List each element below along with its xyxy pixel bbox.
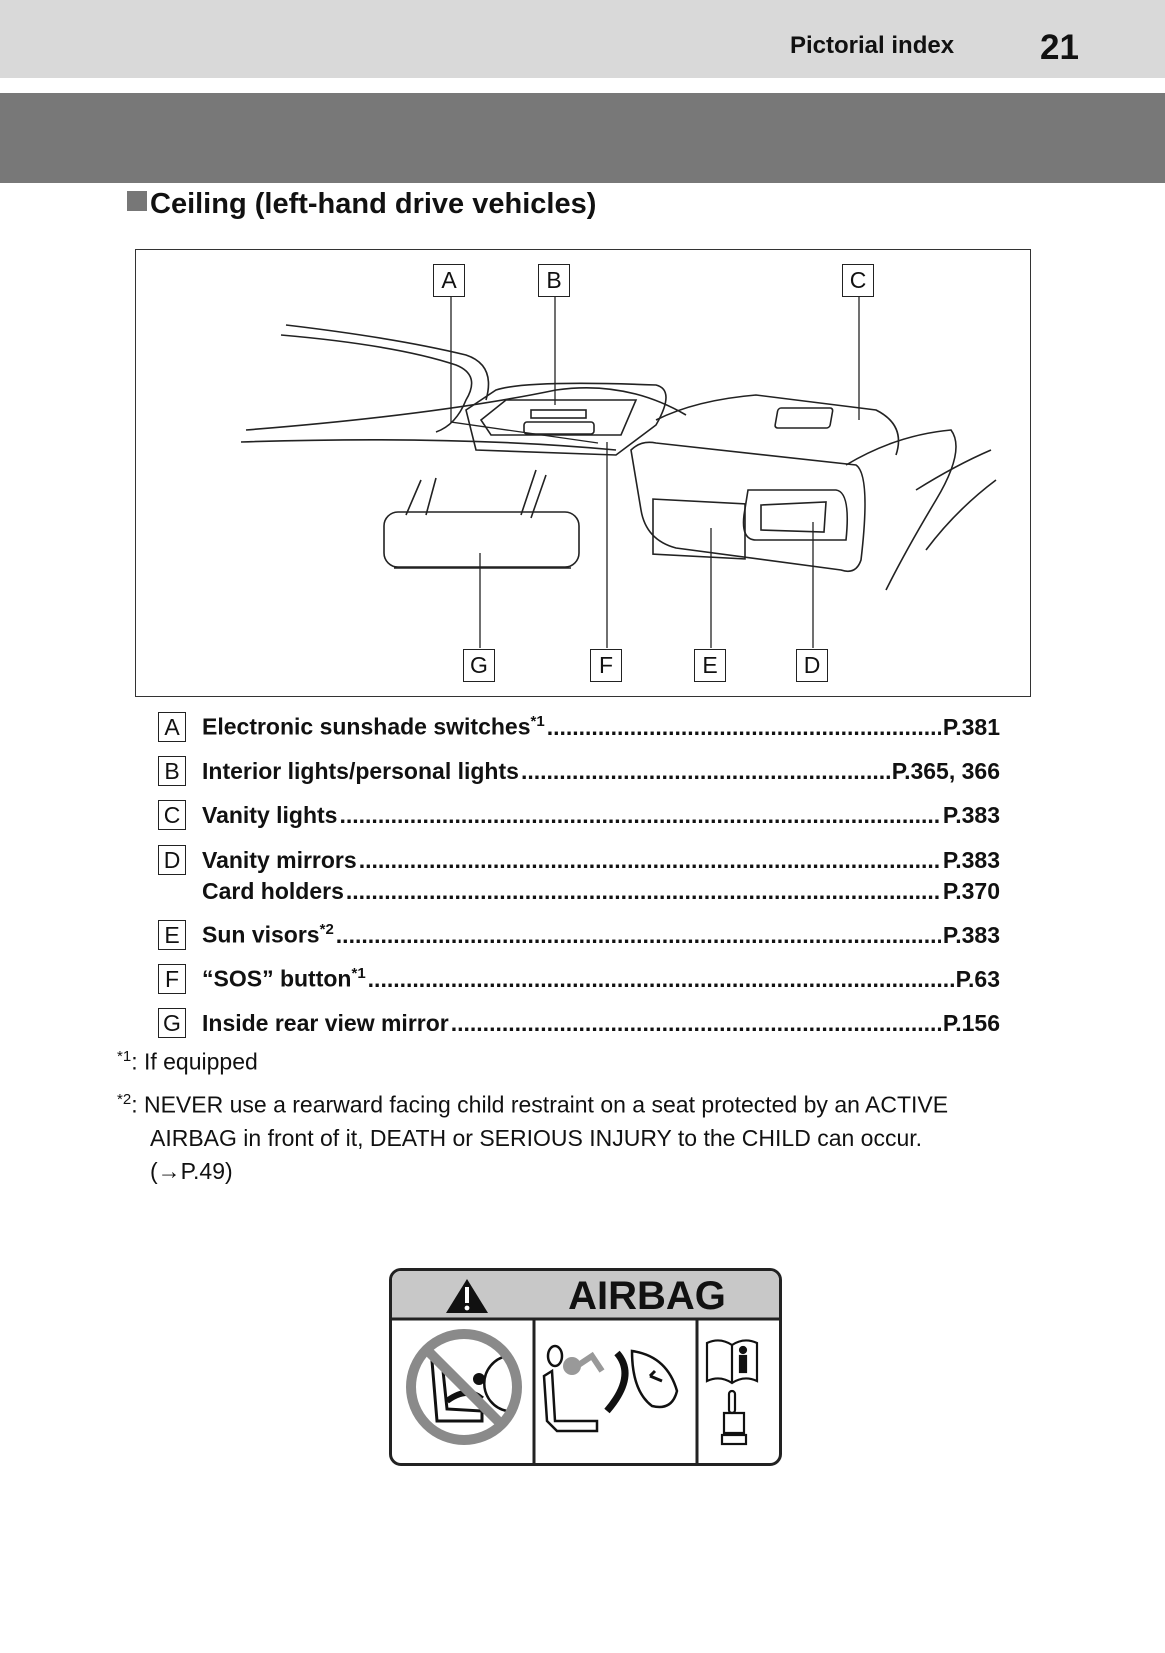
square-bullet-icon — [127, 191, 147, 211]
dot-leader — [336, 922, 941, 949]
dot-leader — [368, 966, 954, 993]
item-footnote-mark: *2 — [319, 921, 334, 939]
item-page-ref[interactable]: P.365, 366 — [891, 757, 1000, 784]
page-header: Pictorial index 21 — [0, 0, 1165, 78]
item-label: Card holders — [202, 878, 344, 905]
list-item: C Vanity lights P.383 — [158, 800, 1000, 830]
item-label: Vanity mirrors — [202, 847, 357, 874]
item-label: Sun visors*2 — [202, 921, 334, 949]
item-key-label: D — [158, 845, 186, 875]
item-label-text: Sun visors — [202, 921, 320, 948]
item-label-text: Vanity mirrors — [202, 846, 357, 873]
airbag-warning-label: AIRBAG — [389, 1268, 782, 1466]
ceiling-diagram: A B C D E F G — [135, 249, 1031, 697]
item-label-text: Electronic sunshade switches — [202, 713, 531, 740]
item-page-ref[interactable]: P.383 — [942, 846, 1000, 873]
footnote-2-line2: AIRBAG in front of it, DEATH or SERIOUS … — [150, 1125, 923, 1151]
diagram-label-g: G — [463, 649, 495, 682]
item-label-text: Vanity lights — [202, 801, 338, 828]
diagram-label-b: B — [538, 264, 570, 297]
item-label-text: Card holders — [202, 877, 344, 904]
airbag-deploy-icon — [542, 1344, 679, 1433]
list-item: F “SOS” button*1 P.63 — [158, 964, 1000, 994]
item-key-label: F — [158, 964, 186, 994]
item-key-label — [158, 890, 186, 892]
manual-info-icon — [705, 1339, 759, 1385]
item-key-label: B — [158, 756, 186, 786]
diagram-label-f: F — [590, 649, 622, 682]
item-label: Interior lights/personal lights — [202, 758, 519, 785]
item-key-label: C — [158, 800, 186, 830]
item-page-ref[interactable]: P.370 — [942, 877, 1000, 904]
ceiling-illustration — [240, 295, 997, 648]
item-label-text: “SOS” button — [202, 965, 352, 992]
page-number: 21 — [1040, 28, 1079, 67]
list-item: B Interior lights/personal lights P.365, 3… — [158, 756, 1000, 786]
item-page-ref[interactable]: P.383 — [942, 801, 1000, 828]
footnote-2: *2: NEVER use a rearward facing child re… — [117, 1091, 949, 1118]
list-item: Card holders P.370 — [158, 876, 1000, 906]
no-child-seat-icon — [406, 1329, 522, 1445]
list-item: E Sun visors*2 P.383 — [158, 920, 1000, 950]
item-page-ref[interactable]: P.383 — [942, 921, 1000, 948]
dot-leader — [346, 878, 941, 905]
item-page-ref[interactable]: P.63 — [955, 965, 1000, 992]
header-section: Pictorial index — [790, 32, 955, 59]
item-label: Inside rear view mirror — [202, 1010, 449, 1037]
item-label-text: Interior lights/personal lights — [202, 757, 519, 784]
diagram-label-d: D — [796, 649, 828, 682]
item-label-text: Inside rear view mirror — [202, 1009, 449, 1036]
item-footnote-mark: *1 — [530, 713, 545, 731]
dot-leader — [521, 758, 890, 785]
diagram-label-e: E — [694, 649, 726, 682]
diagram-label-a: A — [433, 264, 465, 297]
footnote-2-line3: (→P.49) — [150, 1158, 233, 1184]
item-page-ref[interactable]: P.156 — [942, 1009, 1000, 1036]
dot-leader — [339, 802, 940, 829]
item-key-label: E — [158, 920, 186, 950]
item-page-ref[interactable]: P.381 — [942, 713, 1000, 740]
diagram-label-c: C — [842, 264, 874, 297]
section-title: Ceiling (left-hand drive vehicles) — [127, 188, 596, 221]
item-key-label: G — [158, 1008, 186, 1038]
list-item: A Electronic sunshade switches*1 P.381 — [158, 712, 1000, 742]
item-label: Electronic sunshade switches*1 — [202, 713, 545, 741]
warning-icon — [446, 1279, 488, 1313]
item-label: Vanity lights — [202, 802, 337, 829]
dot-leader — [451, 1010, 941, 1037]
item-label: “SOS” button*1 — [202, 965, 366, 993]
airbag-title: AIRBAG — [568, 1274, 726, 1318]
header-band — [0, 93, 1165, 183]
footnote-1: *1: If equipped — [117, 1048, 258, 1075]
item-footnote-mark: *1 — [351, 965, 366, 983]
item-key-label: A — [158, 712, 186, 742]
list-item: D Vanity mirrors P.383 — [158, 845, 1000, 875]
dot-leader — [547, 714, 941, 741]
list-item: G Inside rear view mirror P.156 — [158, 1008, 1000, 1038]
dot-leader — [359, 847, 941, 874]
pointing-hand-icon — [720, 1389, 748, 1446]
